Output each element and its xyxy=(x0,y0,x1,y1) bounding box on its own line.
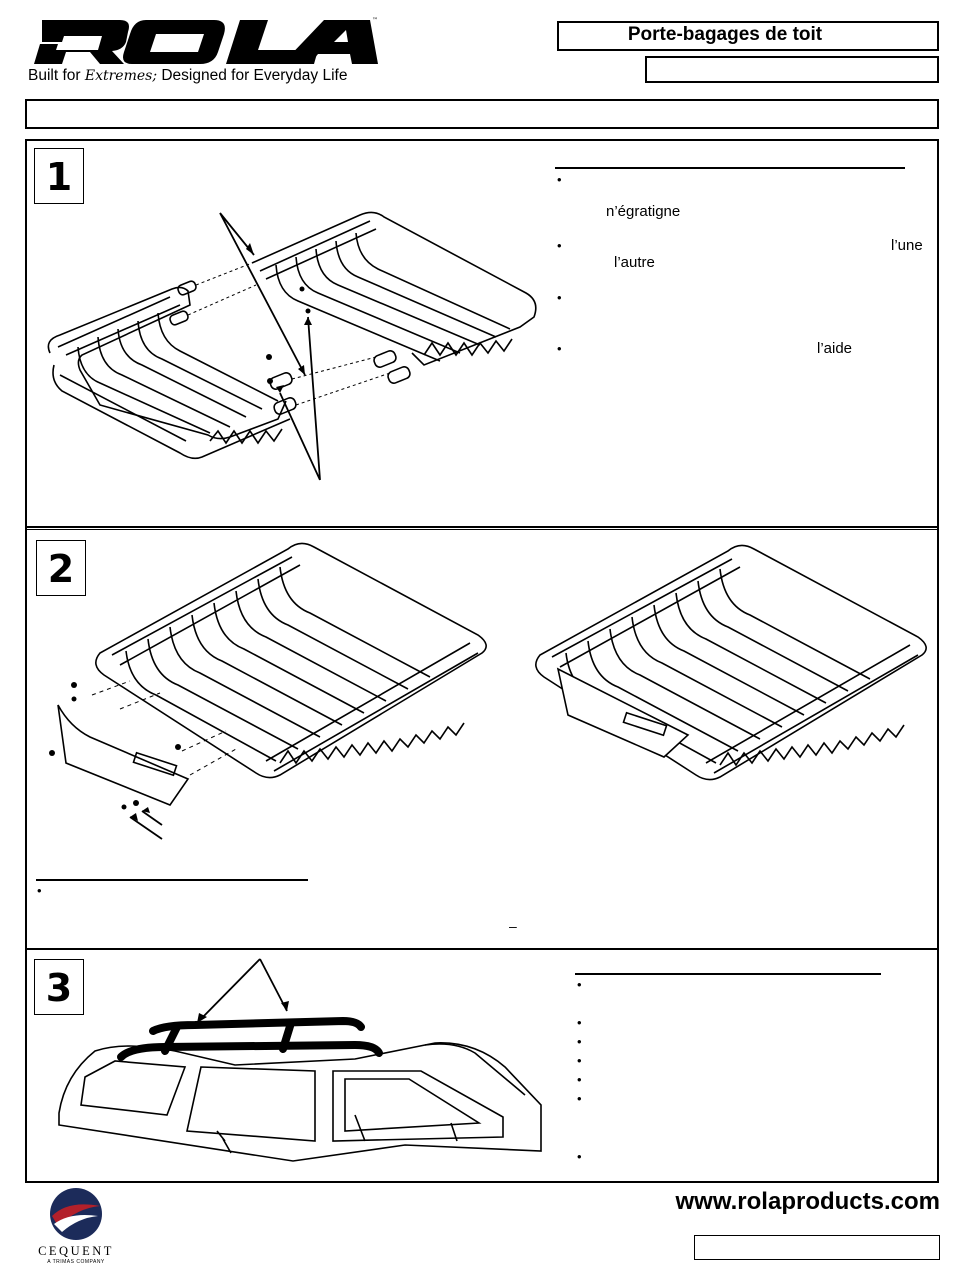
code-box xyxy=(694,1235,940,1260)
step-1-heading-rule xyxy=(555,167,905,169)
tagline: Built for Extremes; Designed for Everyda… xyxy=(28,67,347,85)
trademark-symbol: ™ xyxy=(372,17,378,24)
cequent-wordmark: CEQUENT xyxy=(38,1244,114,1258)
step-3-bullet-1: • xyxy=(577,977,582,992)
title-box xyxy=(557,21,939,51)
step-3-bullet-6: • xyxy=(577,1091,582,1106)
step-2-bullet-1: • xyxy=(37,883,42,898)
step-3-panel xyxy=(25,948,939,1183)
step-3-vehicle-roof-rails-illustration xyxy=(55,955,555,1170)
tagline-script: Extremes; xyxy=(84,68,158,84)
step-2-number: 2 xyxy=(36,540,86,596)
step-3-heading-rule xyxy=(575,973,881,975)
rola-logo: ™ xyxy=(34,17,378,64)
step-2-assembled-rack-illustration xyxy=(530,535,935,795)
website-link[interactable]: www.rolaproducts.com xyxy=(675,1188,940,1215)
step-1-panel xyxy=(25,139,939,529)
step-2-panel xyxy=(25,529,939,949)
step-1-bullet-3: • xyxy=(557,290,562,305)
step-3-bullet-7: • xyxy=(577,1149,582,1164)
step-2-heading-rule xyxy=(36,879,308,881)
step-3-number: 3 xyxy=(34,959,84,1015)
cequent-subtext: A TRIMAS COMPANY xyxy=(47,1259,105,1265)
banner-box xyxy=(25,99,939,129)
step-1-bullet-2: • xyxy=(557,238,562,253)
step-3-bullet-2: • xyxy=(577,1015,582,1030)
step-1-text-negratigne: n’égratigne xyxy=(606,203,681,220)
cequent-globe-logo xyxy=(50,1188,102,1240)
step-3-bullet-5: • xyxy=(577,1072,582,1087)
subtitle-box xyxy=(645,56,939,83)
tagline-part-2: Designed for Everyday Life xyxy=(157,67,348,84)
step-1-bullet-4: • xyxy=(557,341,562,356)
step-1-text-lune: l’une xyxy=(891,237,923,254)
page-title: Porte-bagages de toit xyxy=(627,24,823,45)
step-2-dash: – xyxy=(509,918,517,934)
panel-divider xyxy=(25,526,939,530)
step-3-bullet-4: • xyxy=(577,1053,582,1068)
step-1-number: 1 xyxy=(34,148,84,204)
tagline-part-1: Built for xyxy=(28,67,85,84)
step-1-text-lautre: l’autre xyxy=(614,254,655,271)
step-1-exploded-rack-illustration xyxy=(40,205,550,490)
step-3-bullet-3: • xyxy=(577,1034,582,1049)
step-1-bullet-1: • xyxy=(557,172,562,187)
step-1-text-laide: l’aide xyxy=(817,340,853,357)
step-2-rack-with-fairing-exploded-illustration xyxy=(49,535,500,850)
